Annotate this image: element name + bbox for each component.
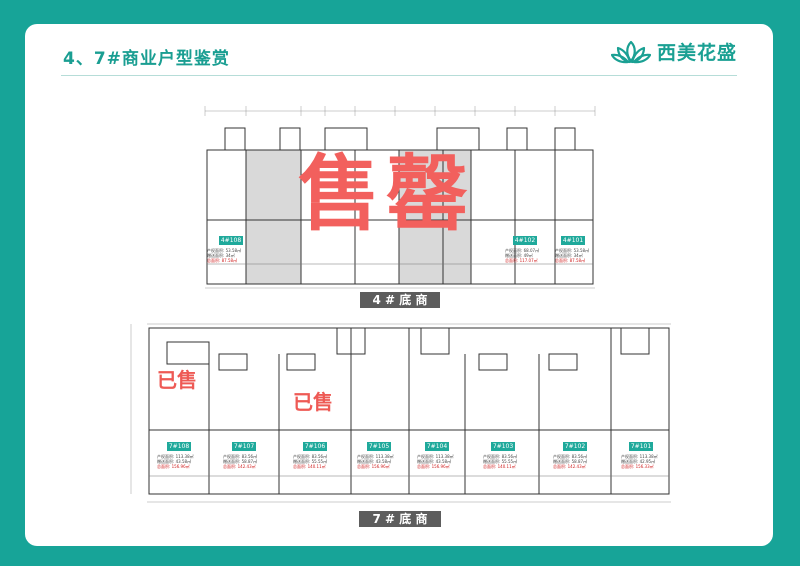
plan-7-dimensions	[130, 323, 671, 503]
unit-tag-7-103: 7#103	[491, 442, 515, 451]
floor-plans	[130, 106, 671, 503]
page-title: 4、7#商业户型鉴赏	[63, 49, 230, 69]
unit-tag-7-102: 7#102	[563, 442, 587, 451]
plan-label-7: 7 # 底 商	[359, 511, 441, 527]
unit-tag-7-107: 7#107	[232, 442, 256, 451]
brand-logo: 西美花盛	[610, 38, 737, 65]
plan-4-dimensions	[204, 106, 596, 289]
plan-4-walls	[206, 127, 594, 285]
unit-tag-7-104: 7#104	[425, 442, 449, 451]
title-divider	[61, 75, 737, 76]
unit-tag-4-101: 4#101	[561, 236, 585, 245]
plan-7-walls	[148, 327, 670, 495]
presentation-card: 4、7#商业户型鉴赏 西美花盛	[25, 24, 773, 546]
lotus-icon	[610, 40, 651, 63]
unit-tag-7-108: 7#108	[167, 442, 191, 451]
sold-out-stamp: 售罄	[298, 147, 475, 242]
unit-tag-4-102: 4#102	[513, 236, 537, 245]
brand-name: 西美花盛	[656, 42, 737, 64]
sold-stamp-7-108: 已售	[157, 368, 197, 392]
unit-tag-7-105: 7#105	[367, 442, 391, 451]
plan-label-4: 4 # 底 商	[360, 292, 440, 308]
unit-tag-7-106: 7#106	[303, 442, 327, 451]
sold-stamp-7-106: 已售	[293, 390, 333, 414]
unit-tag-7-101: 7#101	[629, 442, 653, 451]
unit-tag-4-108: 4#108	[219, 236, 243, 245]
